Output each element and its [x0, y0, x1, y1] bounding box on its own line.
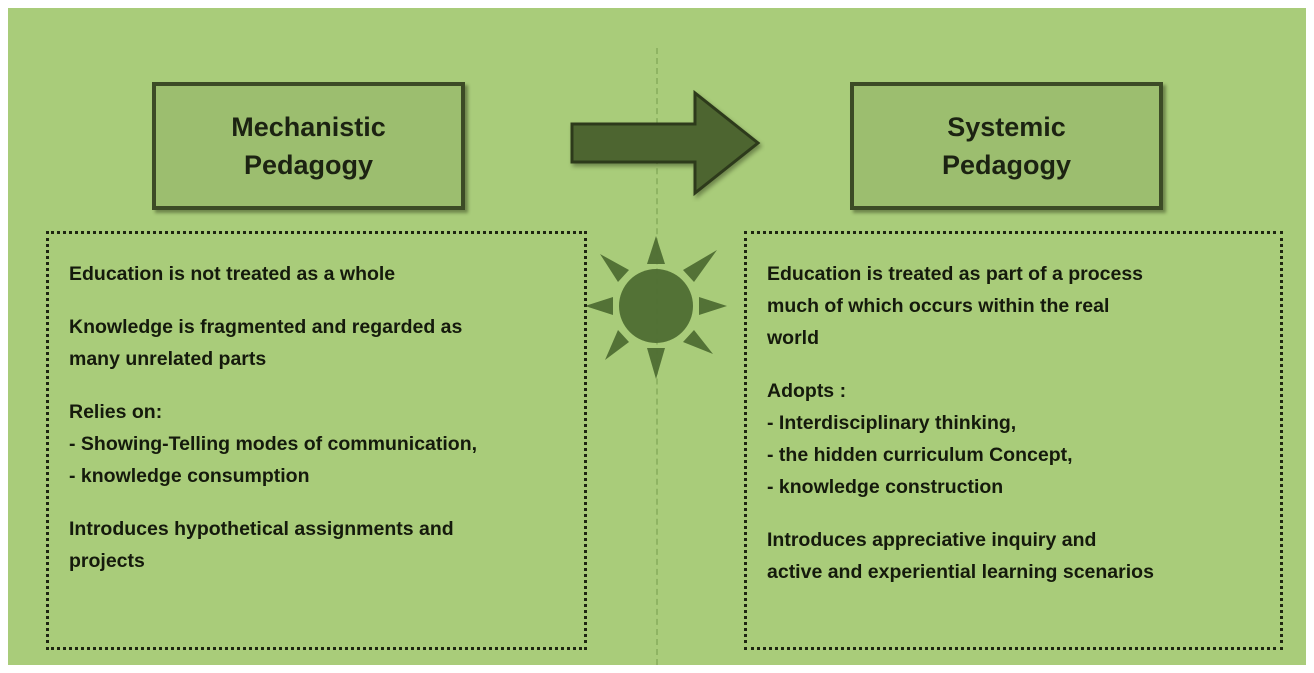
text-line: - the hidden curriculum Concept, — [767, 444, 1073, 466]
text-line: Adopts : — [767, 380, 847, 402]
text-line: Education is treated as part of a proces… — [767, 263, 1144, 285]
paragraph: Relies on: - Showing-Telling modes of co… — [69, 396, 566, 492]
title-line: Mechanistic — [231, 112, 386, 142]
text-line: Knowledge is fragmented and regarded as — [69, 316, 463, 338]
diagram-canvas: Mechanistic Pedagogy Systemic Pedagogy E… — [8, 8, 1306, 665]
text-line: Introduces hypothetical assignments and — [69, 518, 454, 540]
text-line: Relies on: — [69, 401, 163, 423]
paragraph: Introduces appreciative inquiry and acti… — [767, 524, 1262, 588]
paragraph: Education is not treated as a whole — [69, 258, 566, 290]
text-line: projects — [69, 550, 145, 572]
text-line: - Interdisciplinary thinking, — [767, 412, 1017, 434]
title-line: Pedagogy — [941, 150, 1072, 180]
text-line: Education is not treated as a whole — [69, 263, 396, 285]
text-line: many unrelated parts — [69, 348, 267, 370]
sun-icon — [585, 236, 727, 379]
text-line: active and experiential learning scenari… — [767, 561, 1154, 583]
text-line: - knowledge consumption — [69, 465, 310, 487]
paragraph: Introduces hypothetical assignments and … — [69, 513, 566, 577]
title-line: Systemic — [947, 112, 1066, 142]
mechanistic-pedagogy-title-box: Mechanistic Pedagogy — [152, 82, 465, 210]
text-line: - knowledge construction — [767, 476, 1004, 498]
paragraph: Knowledge is fragmented and regarded as … — [69, 311, 566, 375]
mechanistic-description-panel: Education is not treated as a whole Know… — [46, 231, 587, 650]
right-arrow-icon — [570, 89, 761, 197]
text-line: world — [767, 327, 819, 349]
text-line: - Showing-Telling modes of communication… — [69, 433, 478, 455]
systemic-pedagogy-title-box: Systemic Pedagogy — [850, 82, 1163, 210]
title-line: Pedagogy — [243, 150, 374, 180]
text-line: Introduces appreciative inquiry and — [767, 529, 1097, 551]
paragraph: Adopts : - Interdisciplinary thinking, -… — [767, 375, 1262, 503]
text-line: much of which occurs within the real — [767, 295, 1110, 317]
systemic-description-panel: Education is treated as part of a proces… — [744, 231, 1283, 650]
paragraph: Education is treated as part of a proces… — [767, 258, 1262, 354]
